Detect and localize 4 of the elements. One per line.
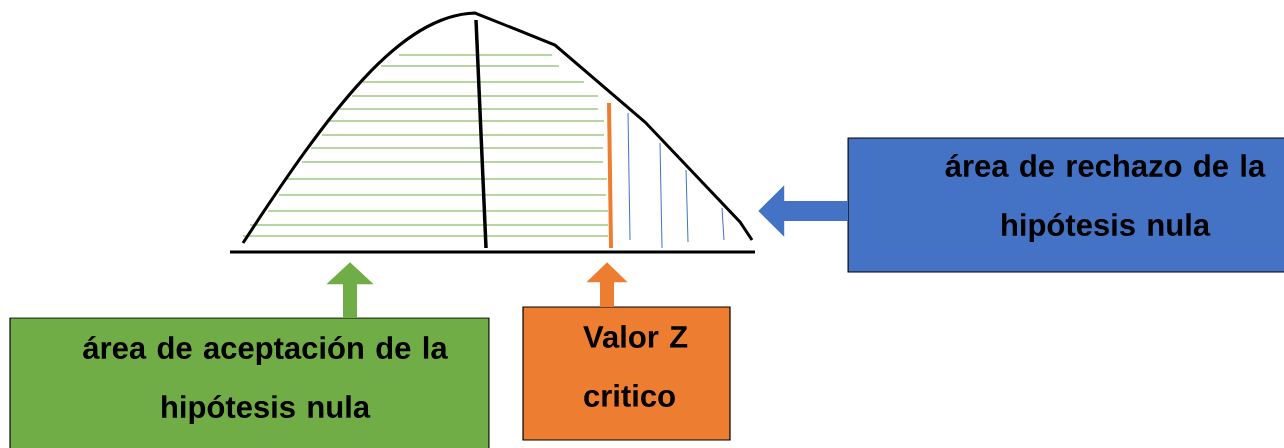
bell-curve-drawing bbox=[230, 11, 755, 254]
critical-value-box: Valor Z critico bbox=[522, 306, 731, 441]
rejection-area-box: área de rechazo de la hipótesis nula bbox=[847, 137, 1284, 273]
acceptance-area-box: área de aceptación de la hipótesis nula bbox=[9, 317, 490, 448]
